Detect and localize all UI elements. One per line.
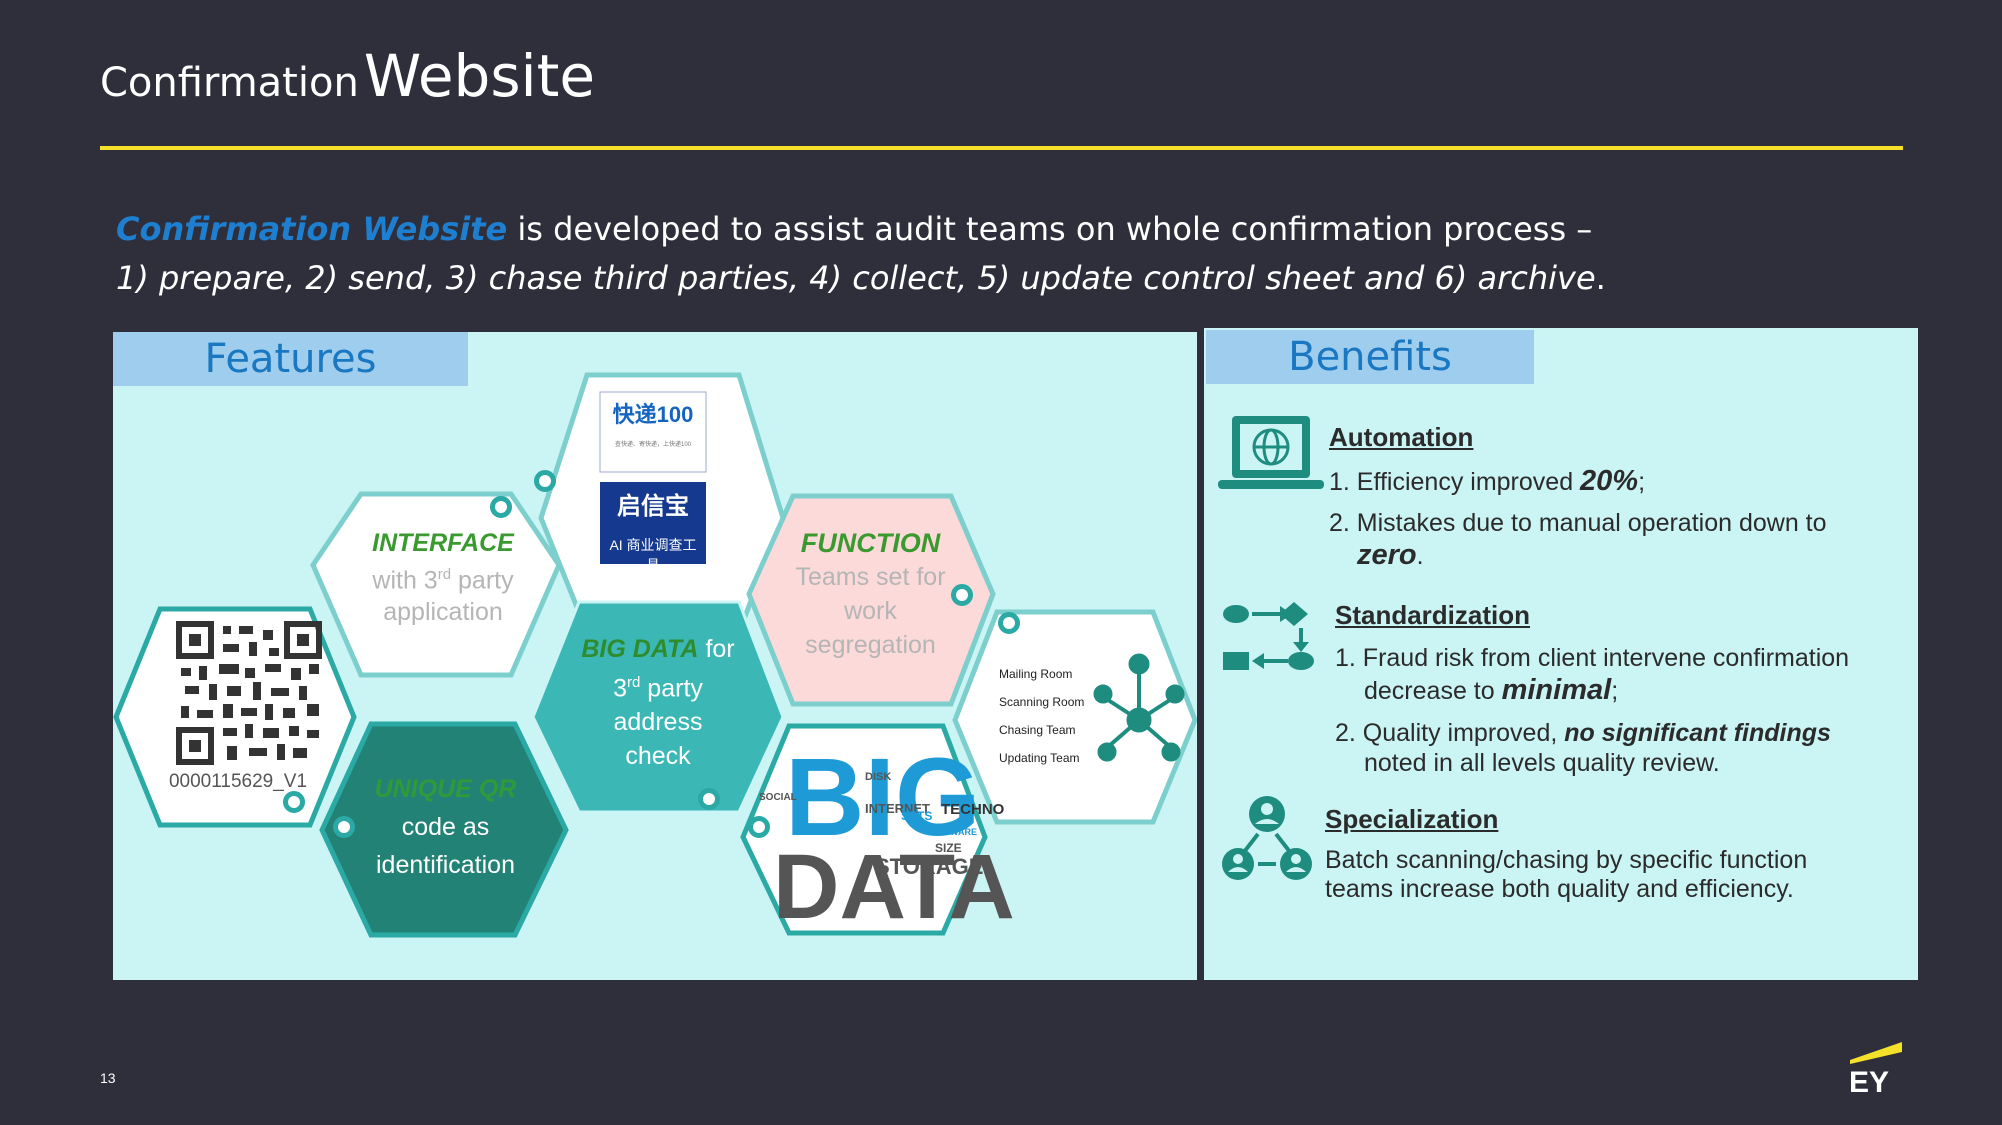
- unique-qr-hexagon: [319, 721, 569, 938]
- network-icon: [1093, 653, 1185, 762]
- standardization-item-2: 2. Quality improved, no significant find…: [1335, 719, 1831, 747]
- unique-qr-title: UNIQUE QR: [374, 775, 517, 803]
- page-title: Confirmation Website: [100, 42, 595, 110]
- interface-title: INTERFACE: [372, 529, 514, 557]
- connector-dot: [698, 788, 720, 810]
- connector-dot: [998, 612, 1020, 634]
- bigdata-wordcloud: BIG DATA INTERNET STORAGE TECHNO SETS SO…: [759, 736, 1015, 938]
- intro-steps: 1) prepare, 2) send, 3) chase third part…: [116, 259, 1596, 297]
- unique-qr-line2: identification: [376, 851, 515, 879]
- automation-title: Automation: [1329, 422, 1474, 452]
- title-divider: [100, 146, 1903, 150]
- intro-period: .: [1595, 259, 1606, 297]
- kuaidi-name: 快递100: [612, 402, 694, 427]
- features-heading: Features: [113, 332, 468, 386]
- automation-item-2: 2. Mistakes due to manual operation down…: [1329, 509, 1827, 537]
- bigdata-check-line4: check: [625, 742, 691, 771]
- cloud-word-5: SOFTWARE: [926, 827, 977, 837]
- connector-dot: [534, 470, 556, 492]
- cloud-word-2: STORAGE: [875, 854, 983, 879]
- intro-line-2: 1) prepare, 2) send, 3) chase third part…: [116, 259, 1606, 297]
- connector-dot: [951, 584, 973, 606]
- bigdata-check-label: BIG DATA for 3rd party address check: [553, 632, 763, 773]
- cloud-word-8: SOCIAL: [759, 792, 797, 803]
- function-label: FUNCTION Teams set for work segregation: [763, 526, 978, 662]
- standardization-title: Standardization: [1335, 600, 1531, 630]
- cloud-word-7: DISK: [865, 771, 891, 783]
- connector-dot: [283, 791, 305, 813]
- specialization-people-icon: [1222, 796, 1312, 880]
- specialization-title: Specialization: [1325, 804, 1499, 834]
- bigdata-check-title: BIG DATA for: [581, 635, 735, 663]
- team-mailing-room: Mailing Room: [999, 667, 1073, 681]
- kuaidi-tagline: 查快递、寄快递，上快递100: [614, 442, 691, 448]
- connector-dot: [490, 496, 512, 518]
- bigdata-big: BIG: [785, 736, 981, 859]
- intro-highlight: Confirmation Website: [116, 210, 508, 248]
- qr-hexagon: [113, 606, 357, 828]
- team-updating: Updating Team: [999, 751, 1080, 765]
- bigdata-check-line3: address: [613, 708, 703, 737]
- hexagon-cluster: BIG DATA INTERNET STORAGE TECHNO SETS SO…: [113, 372, 1197, 938]
- laptop-globe-icon: [1218, 416, 1324, 489]
- function-line2: work: [844, 597, 897, 625]
- unique-qr-label: UNIQUE QR code as identification: [343, 770, 548, 884]
- bigdata-cloud-hexagon: [740, 723, 988, 936]
- specialization-line-2: teams increase both quality and efficien…: [1325, 875, 1794, 903]
- specialization-line-1: Batch scanning/chasing by specific funct…: [1325, 846, 1808, 874]
- standardization-item-1-cont: decrease to minimal;: [1364, 674, 1619, 706]
- qr-code-number: 0000115629_V1: [168, 771, 308, 792]
- function-line3: segregation: [805, 631, 936, 659]
- standardization-flow-icon: [1223, 602, 1314, 670]
- qixin-logo: [600, 482, 706, 564]
- kuaidi-logo: [599, 391, 707, 473]
- standardization-item-1: 1. Fraud risk from client intervene conf…: [1335, 644, 1850, 672]
- automation-item-2-cont: zero.: [1357, 539, 1424, 571]
- bigdata-check-hexagon: [531, 600, 785, 814]
- automation-item-1: 1. Efficiency improved 20%;: [1329, 465, 1646, 497]
- cloud-word-4: SETS: [901, 809, 932, 823]
- team-chasing: Chasing Team: [999, 723, 1076, 737]
- benefits-heading: Benefits: [1206, 330, 1534, 384]
- unique-qr-line1: code as: [401, 813, 490, 841]
- interface-line2: application: [383, 598, 503, 627]
- qixin-name: 启信宝: [617, 493, 689, 520]
- interface-label: INTERFACE with 3rd party application: [328, 527, 558, 628]
- benefits-panel: Benefits Automation 1. Efficiency improv…: [1204, 328, 1918, 980]
- standardization-item-2-cont: noted in all levels quality review.: [1364, 749, 1720, 777]
- ey-logo: EY: [1849, 1042, 1902, 1096]
- intro-line-1: Confirmation Website is developed to ass…: [116, 210, 1592, 248]
- function-line1: Teams set for: [795, 563, 946, 591]
- teams-list: Mailing Room Scanning Room Chasing Team …: [999, 660, 1109, 772]
- interface-line1: with 3rd party: [372, 566, 514, 595]
- bigdata-data: DATA: [773, 836, 1015, 938]
- team-scanning-room: Scanning Room: [999, 695, 1085, 709]
- intro-line1-text: is developed to assist audit teams on wh…: [507, 210, 1593, 248]
- qr-code-icon: [176, 621, 322, 765]
- function-hexagon: [746, 493, 996, 707]
- function-title: FUNCTION: [800, 528, 941, 558]
- cloud-word-3: TECHNO: [941, 801, 1005, 818]
- connector-dot: [748, 816, 770, 838]
- slide-number: 13: [100, 1070, 116, 1086]
- cloud-word-6: SIZE: [935, 841, 962, 855]
- qixin-tagline: AI 商业调查工具: [609, 537, 697, 573]
- bigdata-check-line2: 3rd party: [613, 674, 703, 703]
- title-part1: Confirmation: [100, 60, 359, 106]
- connector-dot: [333, 816, 355, 838]
- features-panel: Features: [113, 332, 1197, 980]
- title-part2: Website: [363, 42, 596, 110]
- cloud-word-1: INTERNET: [865, 801, 930, 816]
- ey-logo-text: EY: [1849, 1066, 1889, 1096]
